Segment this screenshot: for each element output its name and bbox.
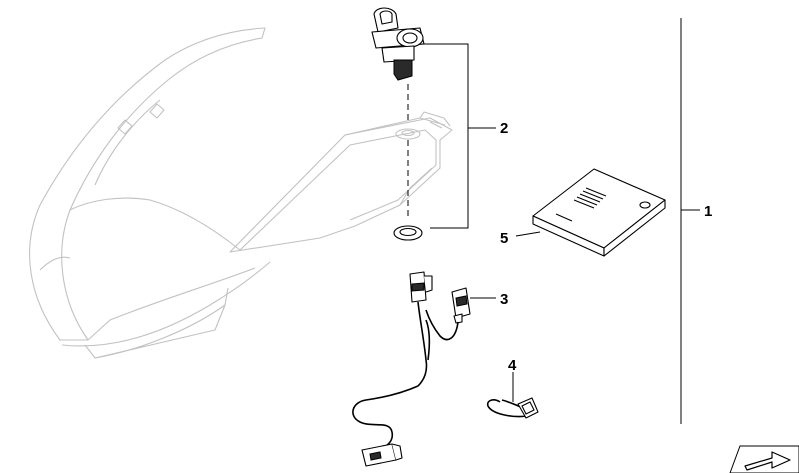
seal-ring bbox=[393, 225, 423, 241]
leader-2-bracket bbox=[422, 43, 469, 229]
socket-assembly bbox=[371, 7, 425, 241]
wiring-harness bbox=[352, 271, 471, 467]
documentation-booklet bbox=[532, 168, 666, 257]
callout-5: 5 bbox=[500, 230, 508, 247]
booklet-text-block bbox=[555, 187, 607, 222]
cable-tie bbox=[486, 397, 539, 419]
harness-connector-top bbox=[409, 271, 433, 303]
harness-connector-bottom bbox=[361, 443, 403, 467]
next-page-arrow-icon[interactable] bbox=[729, 445, 799, 473]
callout-3: 3 bbox=[500, 291, 508, 308]
callout-4: 4 bbox=[508, 357, 517, 374]
fairing-outline bbox=[29, 27, 271, 359]
callout-1: 1 bbox=[704, 203, 712, 220]
leader-lines bbox=[422, 18, 700, 424]
leader-5 bbox=[515, 231, 541, 237]
mounting-panel-outline bbox=[229, 111, 453, 253]
harness-connector-right bbox=[451, 287, 471, 324]
socket-plug bbox=[371, 7, 425, 81]
booklet-logo bbox=[639, 201, 651, 209]
callout-2: 2 bbox=[500, 120, 508, 137]
